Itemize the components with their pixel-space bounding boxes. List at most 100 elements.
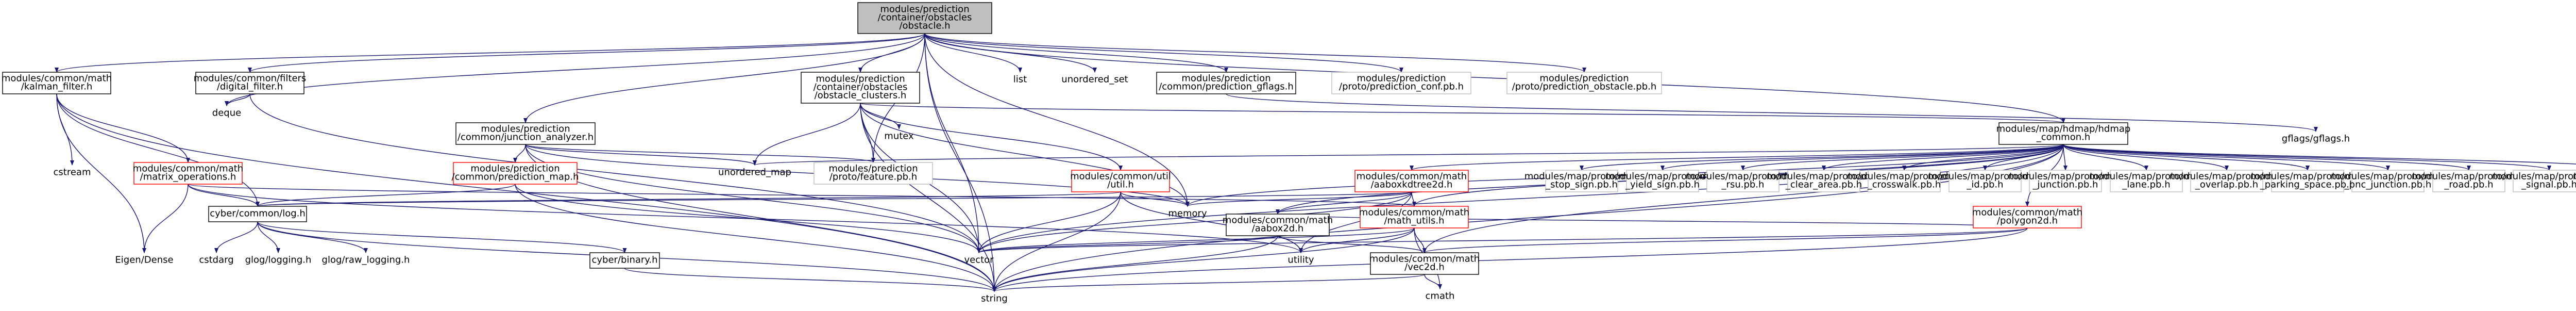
node-log-label-line: cyber/common/log.h (210, 208, 306, 219)
edge-util-to-utility (1120, 191, 1303, 253)
node-pred_conf-label-line: modules/prediction (1357, 73, 1446, 84)
edge-util-to-vector (977, 191, 1121, 253)
node-gflags_pred-label-line: modules/prediction (1181, 73, 1270, 84)
node-util-box (1071, 170, 1170, 192)
node-pred_conf[interactable]: modules/prediction/proto/prediction_conf… (1331, 72, 1471, 94)
node-clusters-label-line: /obstacle_clusters.h (815, 90, 907, 101)
edge-hdmap_common-to-overlap (2063, 144, 2229, 171)
node-eigen: Eigen/Dense (115, 254, 173, 265)
node-yield_sign[interactable]: modules/map/proto/map_yield_sign.pb.h (1605, 170, 1720, 192)
node-parking[interactable]: modules/map/proto/map_parking_space.pb.h (2250, 170, 2365, 192)
node-pred_conf-label-line: /proto/prediction_conf.pb.h (1339, 81, 1464, 92)
node-parking-label-line: _parking_space.pb.h (2260, 179, 2355, 190)
node-stop_sign-label-line: _stop_sign.pb.h (1545, 179, 1618, 190)
node-road[interactable]: modules/map/proto/map_road.pb.h (2412, 170, 2527, 192)
node-clear_area[interactable]: modules/map/proto/map_clear_area.pb.h (1767, 170, 1882, 192)
node-binary[interactable]: cyber/binary.h (589, 252, 660, 269)
node-junction_analyzer[interactable]: modules/prediction/common/junction_analy… (455, 122, 596, 145)
edge-hdmap_common-to-unordered_map (753, 144, 2064, 166)
node-binary-box (589, 252, 660, 269)
node-overlap[interactable]: modules/map/proto/map_overlap.pb.h (2170, 170, 2284, 192)
node-polygon2d-label-line: modules/common/math (1972, 207, 2082, 218)
node-road-label-line: modules/map/proto/map (2412, 171, 2527, 182)
node-root-label-line: modules/prediction (880, 4, 969, 14)
node-vec2d-box (1370, 252, 1479, 275)
node-util[interactable]: modules/common/util/util.h (1070, 170, 1171, 192)
node-kalman[interactable]: modules/common/math/kalman_filter.h (2, 72, 112, 94)
node-signal-label-line: _signal.pb.h (2521, 179, 2576, 190)
node-speed_bump[interactable]: modules/map/proto/map_speed_bump.pb.h (2573, 170, 2576, 192)
edge-polygon2d-to-string (992, 227, 2028, 292)
node-cstream: cstream (54, 167, 91, 177)
node-map_id[interactable]: modules/map/proto/map_id.pb.h (1928, 170, 2043, 192)
node-root-label-line: /obstacle.h (899, 20, 950, 31)
node-pnc_junction[interactable]: modules/map/proto/map_pnc_junction.pb.h (2331, 170, 2446, 192)
node-mutex: mutex (884, 130, 914, 141)
node-signal[interactable]: modules/map/proto/map_signal.pb.h (2492, 170, 2576, 192)
node-prediction_map[interactable]: modules/prediction/common/prediction_map… (452, 162, 579, 185)
node-math_utils[interactable]: modules/common/math/math_utils.h (1359, 206, 1469, 228)
edge-kalman-to-eigen (56, 93, 146, 253)
edge-junction_analyzer-to-prediction_map (513, 144, 526, 163)
node-root[interactable]: modules/prediction/container/obstacles/o… (857, 2, 992, 34)
node-digital[interactable]: modules/common/filters/digital_filter.h (194, 72, 307, 94)
edge-root-to-kalman (55, 33, 925, 73)
node-math_utils-box (1360, 206, 1469, 228)
edge-digital-to-deque (225, 93, 250, 106)
edge-root-to-pred_conf (924, 33, 1403, 73)
edge-hdmap_common-to-aaboxkdtree (1410, 144, 2064, 171)
node-root-label-line: /container/obstacles (878, 12, 972, 23)
node-vec2d[interactable]: modules/common/math/vec2d.h (1369, 252, 1480, 275)
node-overlap-label-line: modules/map/proto/map (2170, 171, 2284, 182)
node-map_id-label-line: _id.pb.h (1966, 179, 2003, 190)
node-matrix_ops[interactable]: modules/common/math/matrix_operations.h (133, 162, 243, 185)
node-mutex-label-line: mutex (884, 130, 914, 141)
edge-junction_analyzer-to-feature_pb (525, 144, 875, 163)
node-clusters[interactable]: modules/prediction/container/obstacles/o… (801, 72, 920, 104)
node-crosswalk-label-line: _crosswalk.pb.h (1867, 179, 1941, 190)
node-stop_sign-box (1545, 170, 1618, 192)
node-cstream-label-line: cstream (54, 167, 91, 177)
node-junction_pb[interactable]: modules/map/proto/map_junction.pb.h (2008, 170, 2123, 192)
graph-nodes: modules/prediction/container/obstacles/o… (2, 2, 2576, 304)
edge-math_utils-to-utility (1299, 227, 1415, 253)
node-vec2d-label-line: modules/common/math (1369, 253, 1480, 264)
edge-hdmap_common-to-speed_bump (2063, 144, 2576, 165)
node-hdmap_common[interactable]: modules/map/hdmap/hdmap_common.h (1996, 122, 2131, 145)
node-log[interactable]: cyber/common/log.h (208, 206, 307, 222)
node-rsu-box (1706, 170, 1780, 192)
node-stop_sign[interactable]: modules/map/proto/map_stop_sign.pb.h (1524, 170, 1639, 192)
node-aaboxkdtree[interactable]: modules/common/math/aaboxkdtree2d.h (1354, 170, 1469, 192)
node-gflags_pred[interactable]: modules/prediction/common/prediction_gfl… (1156, 72, 1296, 94)
node-list-label-line: list (1013, 74, 1027, 85)
node-aabox2d[interactable]: modules/common/math/aabox2d.h (1223, 214, 1333, 236)
node-kalman-label-line: /kalman_filter.h (21, 81, 93, 92)
edge-digital-to-vector (249, 93, 981, 253)
edge-clusters-to-util (860, 103, 1123, 171)
node-rsu[interactable]: modules/map/proto/map_rsu.pb.h (1686, 170, 1801, 192)
node-math_utils-label-line: /math_utils.h (1384, 215, 1444, 226)
node-gflags-label-line: gflags/gflags.h (2282, 133, 2350, 144)
node-eigen-label-line: Eigen/Dense (115, 254, 173, 265)
edge-hdmap_common-to-vector (977, 144, 2064, 253)
edge-vec2d-to-string (992, 274, 1425, 292)
node-crosswalk[interactable]: modules/map/proto/map_crosswalk.pb.h (1847, 170, 1962, 192)
node-feature_pb[interactable]: modules/prediction/proto/feature.pb.h (814, 162, 933, 185)
node-unordered_set-label-line: unordered_set (1061, 74, 1128, 85)
edge-hdmap_common-to-map_id (1983, 144, 2064, 171)
node-glog: glog/logging.h (245, 254, 312, 265)
edge-aabox2d-to-vec2d (1277, 235, 1427, 253)
node-string: string (981, 293, 1008, 304)
node-digital-box (195, 72, 304, 94)
node-clusters-box (801, 72, 920, 104)
edge-aabox2d-to-string (992, 235, 1278, 292)
node-string-label-line: string (981, 293, 1008, 304)
node-prediction_map-label-line: /common/prediction_map.h (452, 171, 579, 182)
node-pred_obstacle[interactable]: modules/prediction/proto/prediction_obst… (1506, 72, 1662, 94)
node-polygon2d[interactable]: modules/common/math/polygon2d.h (1972, 206, 2082, 228)
node-glog_raw-label-line: glog/raw_logging.h (322, 254, 410, 265)
node-lane[interactable]: modules/map/proto/map_lane.pb.h (2089, 170, 2204, 192)
node-road-box (2432, 170, 2505, 192)
node-vec2d-label-line: /vec2d.h (1404, 261, 1445, 272)
node-kalman-label-line: modules/common/math (2, 73, 112, 84)
